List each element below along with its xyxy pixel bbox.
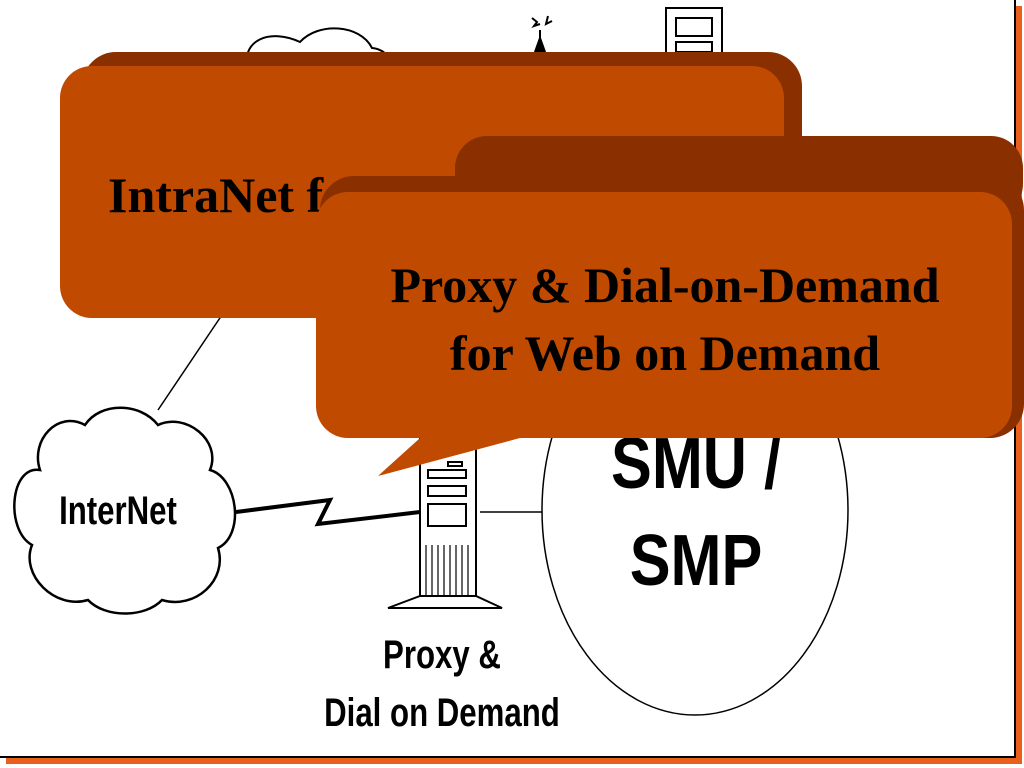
internet-label: InterNet [59, 488, 177, 533]
internet-to-intranet-line [157, 299, 233, 411]
dialup-lightning-icon [235, 497, 421, 527]
proxy-label-line2: Dial on Demand [324, 690, 560, 735]
proxy-label-line1: Proxy & [383, 632, 501, 677]
internet-cloud-icon [13, 406, 237, 615]
proxy-callout-line1: Proxy & Dial-on-Demand [390, 257, 939, 313]
smu-label-line2: SMP [630, 521, 763, 601]
antenna-icon [531, 15, 553, 53]
proxy-callout-line2: for Web on Demand [450, 325, 880, 381]
proxy-callout: Proxy & Dial-on-Demand for Web on Demand [316, 136, 1024, 476]
network-links [157, 299, 545, 513]
